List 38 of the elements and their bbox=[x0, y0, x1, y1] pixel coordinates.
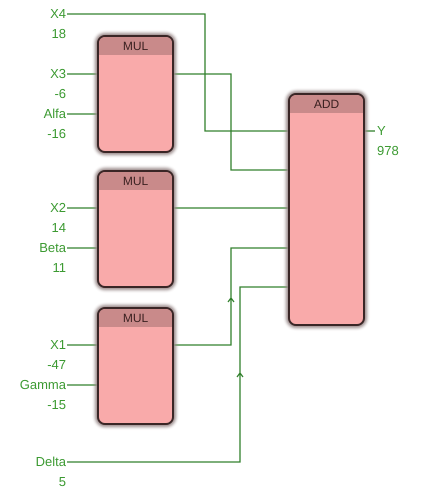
variable-name: X1 bbox=[49, 336, 66, 354]
connector-line bbox=[67, 73, 97, 75]
connector-line bbox=[67, 207, 97, 209]
variable-name: Y bbox=[377, 122, 387, 140]
connector-line bbox=[67, 13, 288, 132]
function-block bbox=[97, 307, 174, 425]
connector-line bbox=[174, 73, 288, 171]
variable-name: X4 bbox=[50, 5, 66, 23]
variable-name: X3 bbox=[50, 65, 66, 83]
function-block bbox=[97, 170, 174, 288]
variable-value: 5 bbox=[58, 473, 66, 491]
block-title: MUL bbox=[99, 172, 172, 190]
variable-name: Delta bbox=[36, 453, 66, 471]
connector-line bbox=[67, 113, 97, 115]
variable-name: Alfa bbox=[44, 105, 66, 123]
variable-value: -15 bbox=[46, 396, 66, 414]
block-title: MUL bbox=[99, 37, 172, 55]
variable-name: Gamma bbox=[20, 376, 66, 394]
connector-line bbox=[67, 247, 97, 249]
variable-value: 978 bbox=[377, 142, 399, 160]
function-block bbox=[97, 35, 174, 153]
variable-value: -47 bbox=[47, 356, 66, 374]
arrow bbox=[173, 247, 289, 346]
variable-value: -6 bbox=[53, 85, 66, 103]
variable-value: -16 bbox=[46, 125, 66, 143]
block-title: MUL bbox=[99, 309, 172, 327]
connector-line bbox=[67, 384, 97, 386]
function-block bbox=[288, 93, 365, 326]
variable-value: 11 bbox=[52, 259, 66, 277]
variable-value: 14 bbox=[50, 219, 66, 237]
block-title: ADD bbox=[290, 95, 363, 113]
connector-line bbox=[365, 130, 375, 132]
variable-value: 18 bbox=[50, 25, 66, 43]
variable-name: X2 bbox=[50, 199, 66, 217]
arrow bbox=[66, 286, 289, 463]
variable-name: Beta bbox=[39, 239, 66, 257]
connector-line bbox=[67, 344, 97, 346]
connector-line bbox=[174, 207, 288, 209]
